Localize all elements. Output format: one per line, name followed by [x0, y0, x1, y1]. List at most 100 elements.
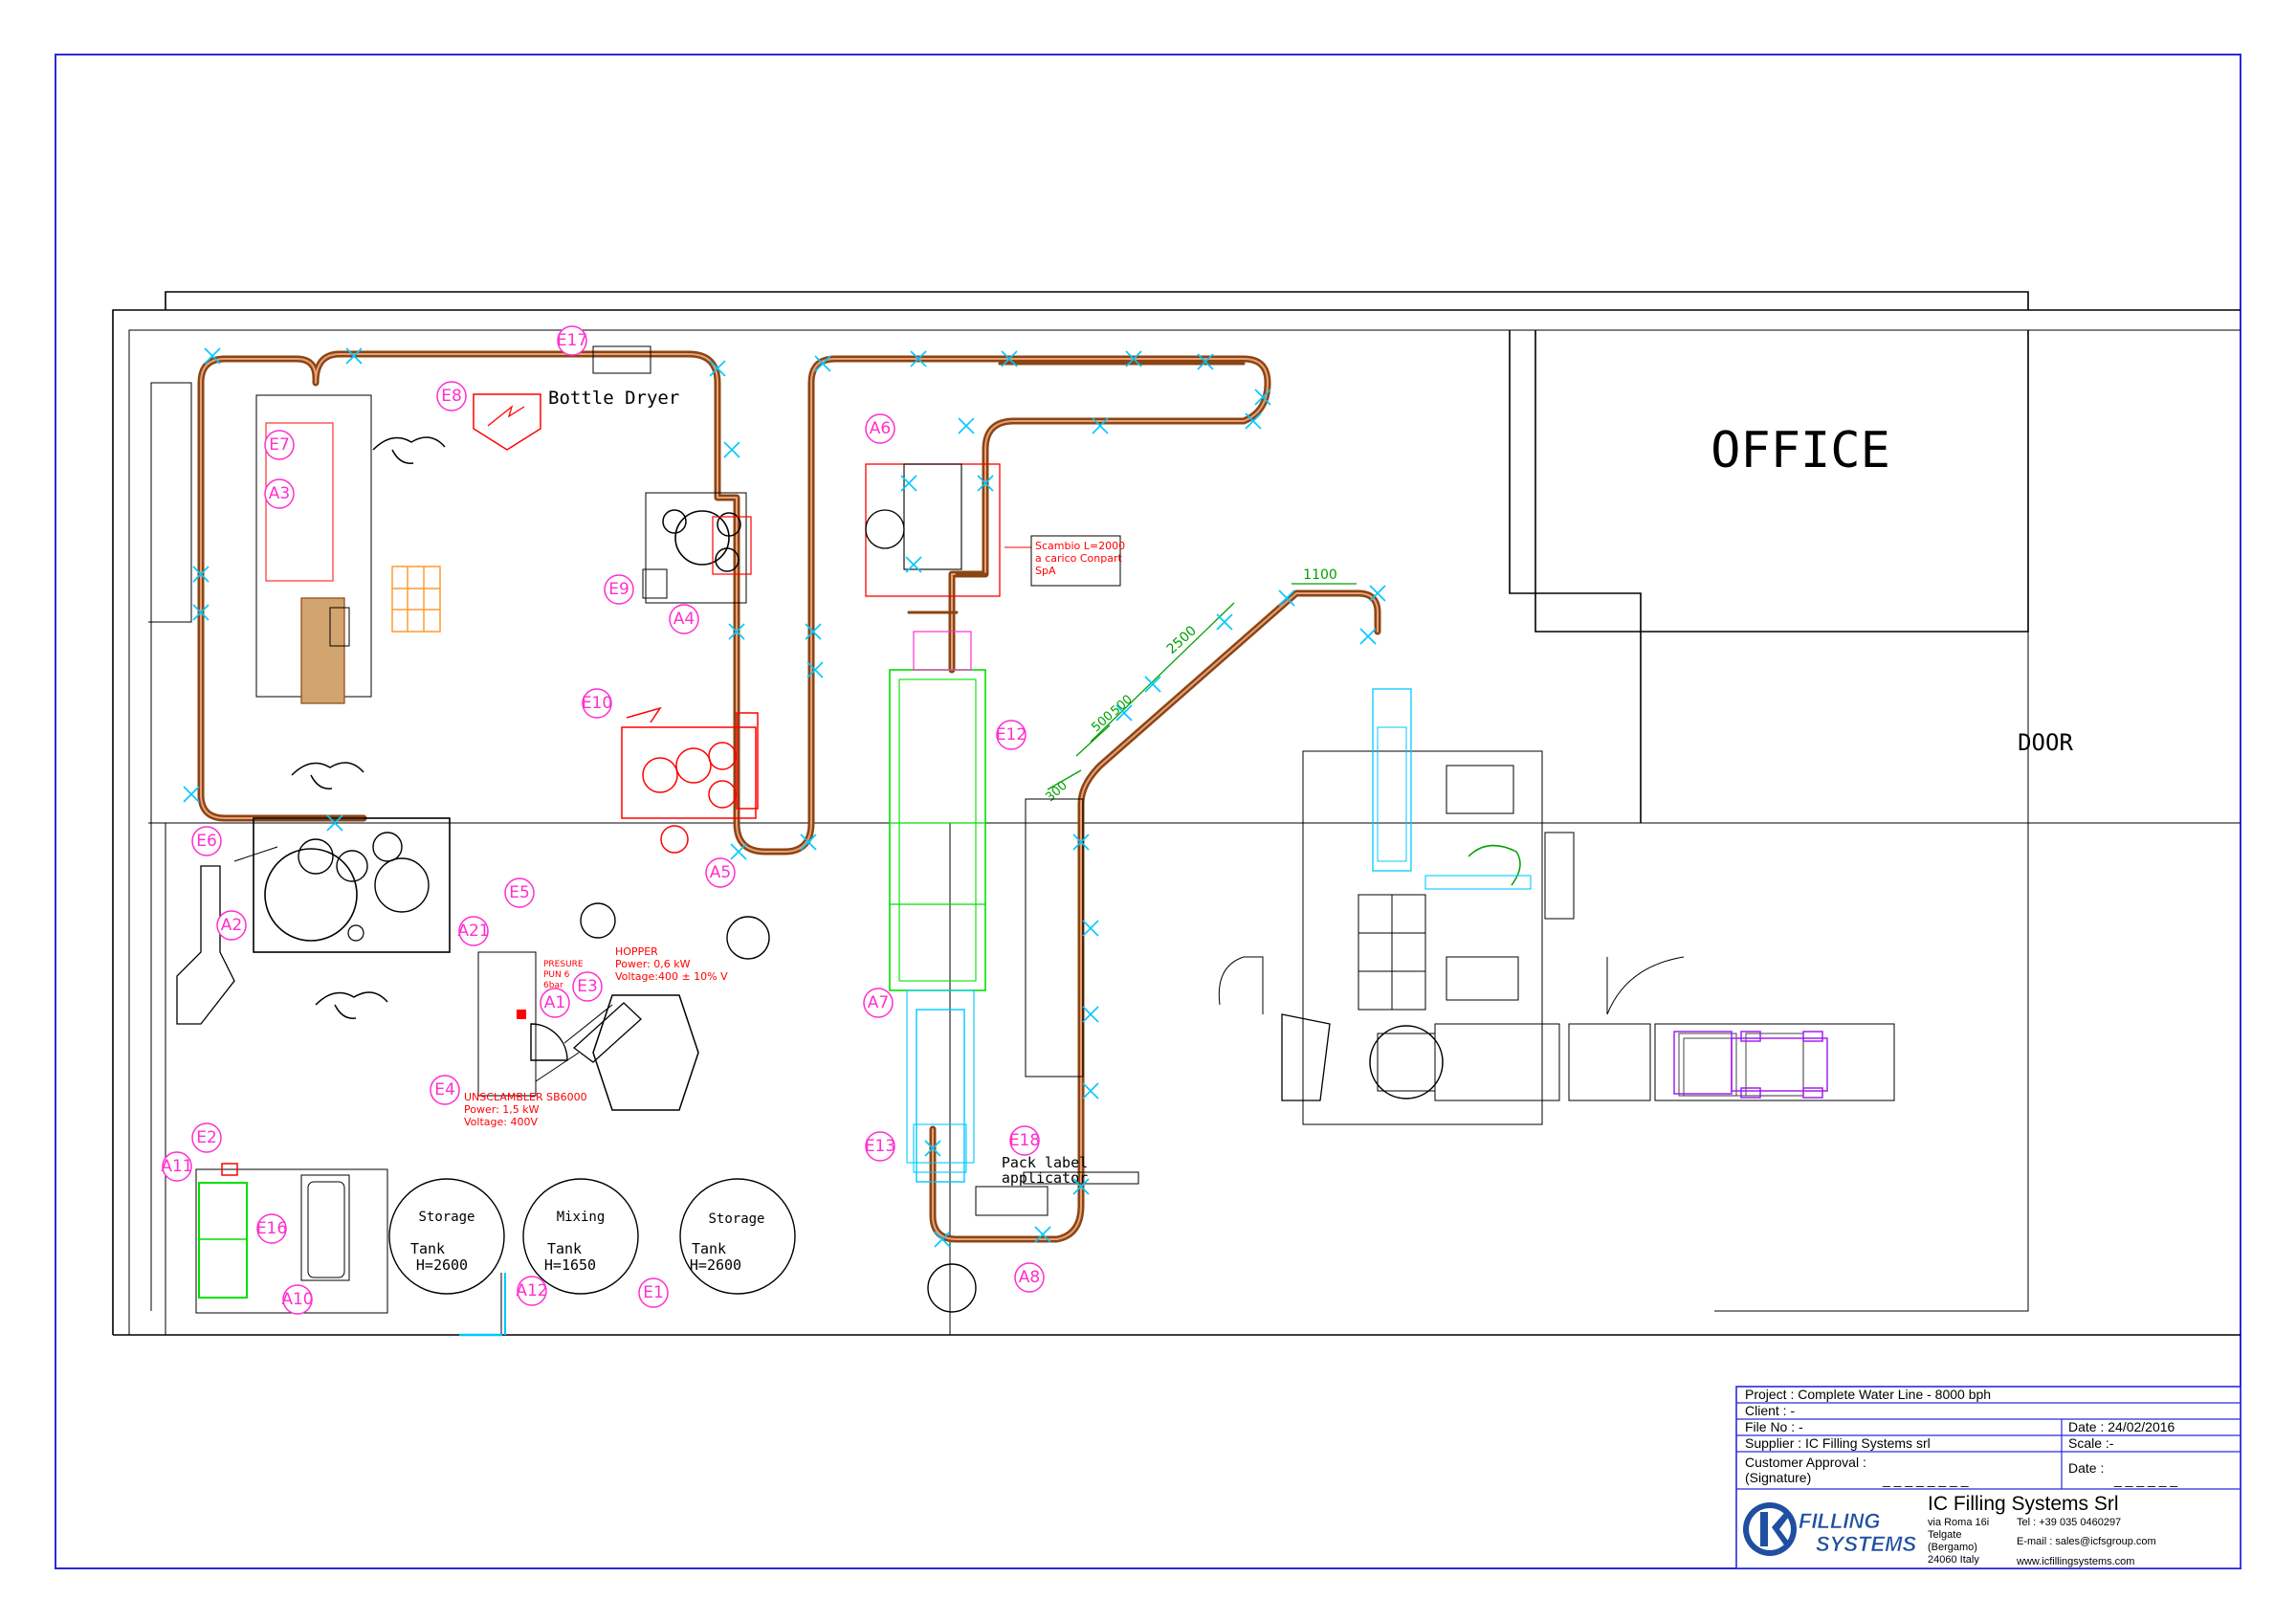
marker-a12: A12	[516, 1276, 548, 1306]
marker-e17: E17	[557, 325, 587, 356]
marker-e2: E2	[191, 1122, 222, 1153]
marker-a6: A6	[865, 413, 895, 444]
tb-date2: Date :	[2068, 1460, 2104, 1476]
tank-2: Mixing Tank H=1650	[522, 1178, 639, 1295]
tb-company-name: IC Filling Systems Srl	[1928, 1493, 2119, 1515]
svg-text:SYSTEMS: SYSTEMS	[1816, 1532, 1916, 1556]
svg-text:E12: E12	[996, 725, 1027, 744]
svg-text:E6: E6	[196, 832, 217, 851]
svg-text:Tank: Tank	[692, 1240, 726, 1257]
scambio-box: Scambio L=2000 a carico Conpart SpA	[865, 463, 1125, 597]
tb-address-2: Telgate	[1928, 1529, 1961, 1541]
operator-symbols	[291, 436, 446, 1019]
tank-3: Storage Tank H=2600	[679, 1178, 796, 1295]
svg-text:Mixing: Mixing	[557, 1210, 606, 1225]
svg-text:H=2600: H=2600	[416, 1256, 468, 1274]
company-logo: FILLING SYSTEMS	[1743, 1502, 1917, 1556]
marker-e13: E13	[865, 1131, 895, 1162]
svg-text:E4: E4	[434, 1080, 455, 1100]
svg-text:A3: A3	[269, 484, 290, 503]
svg-text:E5: E5	[509, 883, 530, 902]
svg-text:E13: E13	[865, 1137, 895, 1156]
marker-a11: A11	[161, 1151, 193, 1182]
marker-a2: A2	[216, 910, 247, 941]
unscrambler-hopper	[477, 951, 699, 1111]
svg-text:E17: E17	[557, 331, 587, 350]
building-walls	[112, 291, 2241, 1336]
tb-address-1: via Roma 16i	[1928, 1517, 1989, 1528]
dim-2500: 2500	[1164, 623, 1200, 657]
svg-text:E18: E18	[1009, 1131, 1040, 1150]
buffer-circle-1	[580, 902, 616, 939]
svg-text:Pack label: Pack label	[1002, 1154, 1088, 1171]
forklift	[1673, 1031, 1828, 1099]
filler-monoblock	[642, 492, 752, 604]
svg-text:Power: 0,6 kW: Power: 0,6 kW	[615, 958, 691, 970]
dim-1100: 1100	[1303, 567, 1337, 583]
door-label: DOOR	[2018, 729, 2073, 756]
tb-approval-dashes: _ _ _ _ _ _ _ _	[1882, 1472, 1969, 1487]
tb-client: Client : -	[1745, 1403, 1795, 1418]
marker-a3: A3	[264, 478, 295, 509]
sheet-border	[55, 54, 2241, 1569]
svg-text:A2: A2	[221, 916, 242, 935]
buffer-circle-3	[927, 1263, 977, 1313]
svg-text:A21: A21	[457, 922, 489, 941]
tank-1: Storage Tank H=2600	[388, 1178, 505, 1295]
svg-text:A8: A8	[1019, 1268, 1040, 1287]
svg-text:Power: 1,5 kW: Power: 1,5 kW	[464, 1103, 540, 1116]
labeller-conveyor	[889, 631, 986, 1183]
marker-a7: A7	[863, 988, 894, 1018]
dimension-lines	[1047, 583, 1357, 790]
svg-text:Bottle Dryer: Bottle Dryer	[548, 388, 679, 409]
svg-text:E2: E2	[196, 1128, 217, 1147]
svg-text:E9: E9	[608, 580, 629, 599]
tb-tel: Tel : +39 035 0460297	[2017, 1517, 2121, 1528]
svg-text:E3: E3	[577, 977, 598, 996]
marker-e12: E12	[996, 720, 1027, 750]
svg-text:Voltage: 400V: Voltage: 400V	[464, 1116, 538, 1128]
svg-text:Scambio L=2000: Scambio L=2000	[1035, 540, 1125, 552]
marker-a21: A21	[457, 916, 490, 946]
marker-e8: E8	[436, 381, 467, 411]
pack-label-applicator: Pack label applicator	[975, 1154, 1139, 1216]
tb-scale: Scale :-	[2068, 1435, 2114, 1451]
marker-a8: A8	[1014, 1262, 1045, 1293]
tb-project: Project : Complete Water Line - 8000 bph	[1745, 1387, 1991, 1402]
unscrambler-note: UNSCLAMBLER SB6000 Power: 1,5 kW Voltage…	[464, 1091, 587, 1128]
svg-text:A10: A10	[281, 1290, 313, 1309]
marker-e7: E7	[264, 430, 295, 460]
machine-left-station	[255, 394, 441, 704]
svg-text:PRESURE: PRESURE	[543, 960, 584, 969]
svg-text:A5: A5	[710, 863, 731, 882]
svg-text:A7: A7	[868, 993, 889, 1012]
svg-text:E10: E10	[582, 694, 612, 713]
marker-e5: E5	[504, 878, 535, 908]
svg-text:A11: A11	[161, 1157, 192, 1176]
svg-text:H=1650: H=1650	[544, 1256, 596, 1274]
marker-a1: A1	[540, 988, 570, 1018]
marker-e1: E1	[638, 1278, 669, 1308]
svg-text:UNSCLAMBLER SB6000: UNSCLAMBLER SB6000	[464, 1091, 587, 1103]
buffer-circle-2	[726, 916, 770, 960]
conveyor-right-loop	[907, 362, 1381, 1243]
marker-e16: E16	[256, 1213, 287, 1244]
svg-text:Tank: Tank	[547, 1240, 582, 1257]
marker-a10: A10	[281, 1284, 314, 1315]
svg-text:A12: A12	[516, 1281, 547, 1300]
marker-e6: E6	[191, 826, 222, 856]
svg-text:A1: A1	[544, 993, 565, 1012]
svg-text:Tank: Tank	[410, 1240, 445, 1257]
title-block: Project : Complete Water Line - 8000 bph…	[1735, 1386, 2241, 1569]
tb-email: E-mail : sales@icfsgroup.com	[2017, 1536, 2156, 1547]
tb-website: www.icfillingsystems.com	[2016, 1556, 2134, 1567]
svg-text:A6: A6	[870, 419, 891, 438]
dim-300: 300	[1043, 779, 1070, 806]
svg-text:a carico Conpart: a carico Conpart	[1035, 552, 1123, 565]
tb-file-no: File No : -	[1745, 1419, 1803, 1434]
conveyor-supports	[183, 347, 1386, 1248]
svg-text:PUN 6: PUN 6	[543, 970, 570, 980]
svg-text:SpA: SpA	[1035, 565, 1056, 577]
tb-approval-sig: (Signature)	[1745, 1470, 1811, 1485]
